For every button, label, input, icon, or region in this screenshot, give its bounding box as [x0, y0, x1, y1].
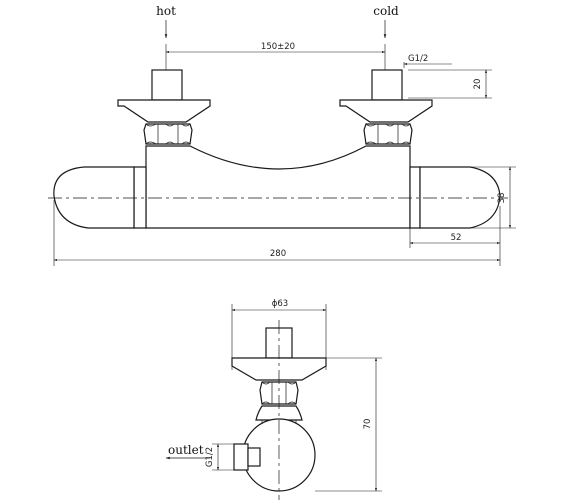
side-height-dimension [315, 357, 382, 492]
right-handle [409, 166, 501, 229]
inlet-height-dimension [408, 69, 492, 99]
cap-length-dimension [409, 206, 501, 248]
side-nut [259, 381, 299, 405]
left-handle [53, 166, 147, 229]
side-height-label: 70 [363, 419, 373, 430]
centers-dimension-label: 150±20 [261, 42, 295, 52]
body-height-dimension [470, 166, 516, 229]
hot-inlet-connector [117, 69, 211, 145]
valve-body [145, 145, 411, 229]
front-view: hot cold 150±20 G1/2 20 38 52 280 [48, 4, 516, 266]
thread-top-leader [403, 62, 452, 68]
side-width-label: ϕ63 [272, 299, 288, 309]
cold-inlet-connector [339, 69, 433, 145]
centers-dimension [165, 44, 386, 70]
outlet-thread-dimension [212, 443, 234, 471]
outlet-thread-label: G1/2 [205, 447, 215, 467]
cap-length-label: 52 [451, 233, 462, 243]
side-view: ϕ63 outlet G1/2 70 [165, 299, 382, 500]
body-height-label: 38 [497, 193, 507, 204]
inlet-height-label: 20 [473, 79, 483, 90]
outlet-label: outlet [168, 443, 204, 457]
hot-label: hot [156, 4, 176, 18]
overall-length-label: 280 [270, 249, 286, 259]
overall-length-dimension [53, 200, 501, 266]
cold-label: cold [373, 4, 399, 18]
side-outlet-stub [233, 443, 261, 471]
thread-top-label: G1/2 [408, 54, 428, 64]
